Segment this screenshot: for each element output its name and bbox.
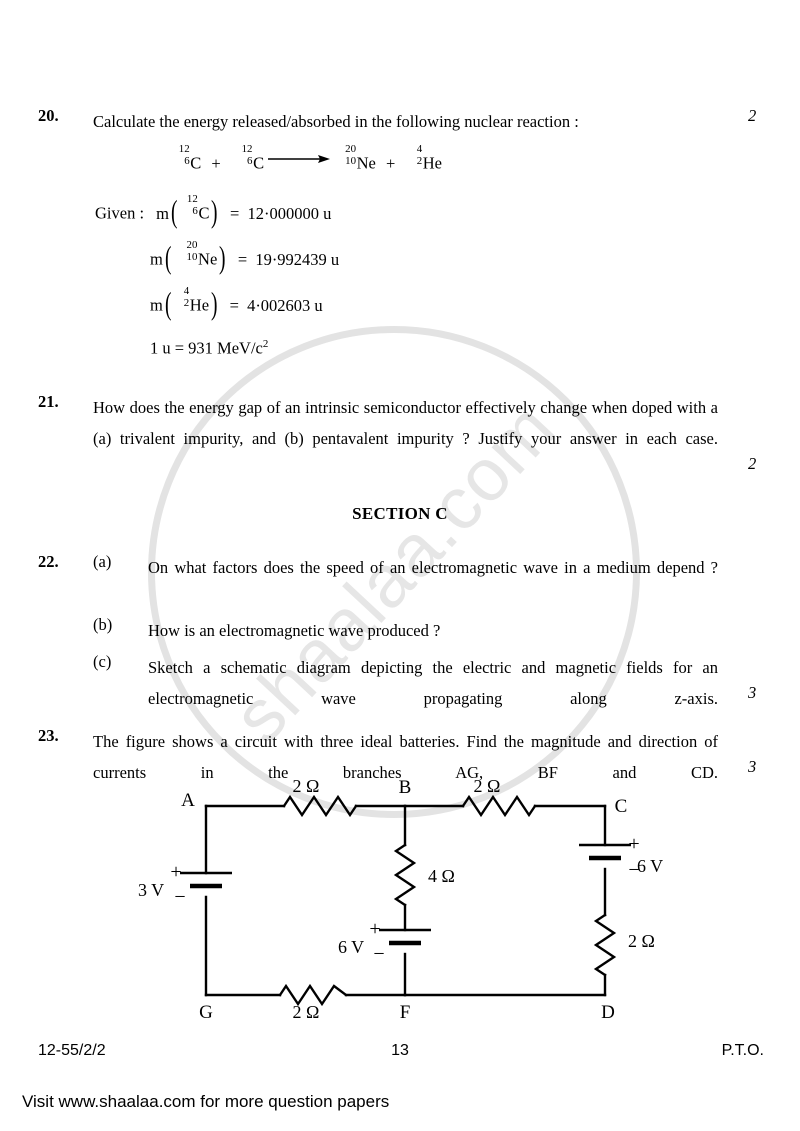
battery-6v-middle-symbol: [379, 928, 431, 946]
given-label-text: Given :: [95, 203, 145, 223]
reaction-arrow-icon: [268, 153, 331, 165]
equals-1: =: [230, 203, 240, 223]
mass-value-3: 4·002603 u: [247, 295, 323, 315]
resistor-label-ab: 2 Ω: [293, 776, 320, 796]
reaction-plus-1: +: [211, 153, 221, 173]
footer-paper-code: 12-55/2/2: [38, 1042, 106, 1059]
question-22-number: 22.: [38, 552, 59, 571]
battery-6v-right-minus: −: [628, 859, 639, 881]
node-label-c: C: [615, 796, 628, 817]
question-21-marks: 2: [748, 454, 757, 473]
node-label-g: G: [199, 1002, 213, 1023]
question-20-prompt: Calculate the energy released/absorbed i…: [93, 112, 579, 131]
battery-3v-symbol: [180, 871, 232, 889]
question-22-part-c-text: Sketch a schematic diagram depicting the…: [148, 658, 718, 708]
node-label-a: A: [181, 790, 195, 811]
question-23-prompt: The figure shows a circuit with three id…: [93, 732, 718, 782]
node-label-b: B: [399, 777, 412, 798]
question-22-part-a-label: (a): [93, 552, 112, 571]
question-20-marks: 2: [748, 106, 757, 125]
node-label-f: F: [400, 1002, 411, 1023]
energy-conversion: 1 u = 931 MeV/c2: [150, 338, 268, 359]
equals-3: =: [229, 295, 239, 315]
question-22-part-b-text: How is an electromagnetic wave produced …: [148, 621, 441, 640]
battery-label-6v-middle: 6 V: [338, 937, 364, 957]
question-23-marks: 3: [748, 757, 757, 776]
question-22-marks: 3: [748, 683, 757, 702]
resistor-bf-zigzag: [393, 843, 417, 907]
symbol-c-given: C: [198, 203, 210, 223]
battery-3v-minus: −: [174, 886, 185, 908]
battery-label-3v: 3 V: [138, 880, 164, 900]
resistor-label-cd: 2 Ω: [628, 931, 655, 951]
question-20-number: 20.: [38, 106, 59, 125]
battery-6v-middle-plus: +: [369, 918, 380, 940]
conversion-exponent: 2: [262, 338, 269, 350]
question-22-part-a-text: On what factors does the speed of an ele…: [148, 558, 718, 577]
mass-fn-3: m: [150, 295, 163, 315]
question-22-part-b-label: (b): [93, 615, 113, 634]
question-22-part-c-label: (c): [93, 652, 112, 671]
mass-value-1: 12·000000 u: [247, 203, 332, 223]
resistor-bc-zigzag: [461, 794, 537, 818]
battery-6v-middle-minus: −: [373, 943, 384, 965]
question-21-number: 21.: [38, 392, 59, 411]
section-heading: SECTION C: [352, 504, 448, 523]
conversion-lead: 1 u = 931 MeV/c: [150, 338, 263, 358]
resistor-gf-zigzag: [278, 983, 348, 1007]
node-label-d: D: [601, 1002, 615, 1023]
reaction-plus-2: +: [386, 153, 396, 173]
resistor-ab-zigzag: [282, 794, 358, 818]
resistor-cd-zigzag: [593, 913, 617, 977]
battery-3v-plus: +: [170, 861, 181, 883]
resistor-label-bc: 2 Ω: [474, 776, 501, 796]
symbol-ne: Ne: [356, 153, 376, 173]
question-23-number: 23.: [38, 726, 59, 745]
mass-value-2: 19·992439 u: [255, 249, 340, 269]
footer-visit-note: Visit www.shaalaa.com for more question …: [22, 1092, 390, 1111]
footer-pto: P.T.O.: [721, 1042, 764, 1059]
battery-6v-right-symbol: [579, 843, 631, 861]
footer-page-number: 13: [391, 1042, 409, 1059]
equals-2: =: [237, 249, 248, 269]
resistor-label-gf: 2 Ω: [293, 1002, 320, 1022]
symbol-c-2: C: [253, 153, 265, 173]
symbol-he-given: He: [189, 295, 210, 315]
question-21-prompt: How does the energy gap of an intrinsic …: [93, 398, 718, 448]
battery-6v-right-plus: +: [628, 833, 639, 855]
mass-fn-2: m: [150, 249, 163, 269]
resistor-label-bf: 4 Ω: [428, 866, 455, 886]
mass-fn-1: m: [156, 203, 170, 223]
symbol-ne-given: Ne: [198, 249, 218, 269]
symbol-he: He: [422, 153, 443, 173]
symbol-c-1: C: [190, 153, 202, 173]
battery-label-6v-right: 6 V: [637, 856, 663, 876]
